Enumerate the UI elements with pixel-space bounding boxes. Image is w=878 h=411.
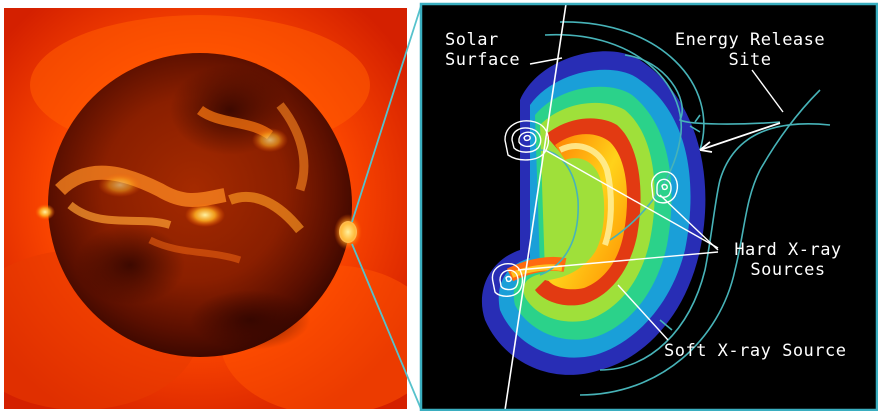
zoom-panel-border (419, 2, 878, 411)
energy-release-text: Energy Release Site (674, 30, 826, 70)
hard-xray-label: Hard X-ray Sources (718, 240, 858, 280)
flare-loop-image (421, 4, 877, 410)
hard-xray-text: Hard X-ray Sources (734, 240, 842, 280)
magnetic-field-lines (539, 21, 831, 396)
sun-full-disk-image (4, 8, 407, 409)
energy-release-label: Energy Release Site (660, 30, 840, 70)
soft-xray-label: Soft X-ray Source (664, 341, 874, 361)
solar-surface-line (504, 4, 567, 410)
zoom-line-bottom (351, 243, 422, 410)
hard-xray-contours (491, 120, 679, 297)
zoom-line-top (351, 5, 422, 223)
solar-surface-pointer (529, 57, 563, 65)
energy-release-pointer (699, 122, 781, 151)
energy-site-pointer (751, 69, 784, 113)
soft-xray-text: Soft X-ray Source (664, 341, 847, 361)
solar-surface-text: Solar Surface (445, 30, 521, 70)
solar-surface-label: Solar Surface (445, 30, 535, 70)
soft-xray-pointer (617, 284, 669, 341)
hard-xray-pointers (517, 149, 719, 271)
